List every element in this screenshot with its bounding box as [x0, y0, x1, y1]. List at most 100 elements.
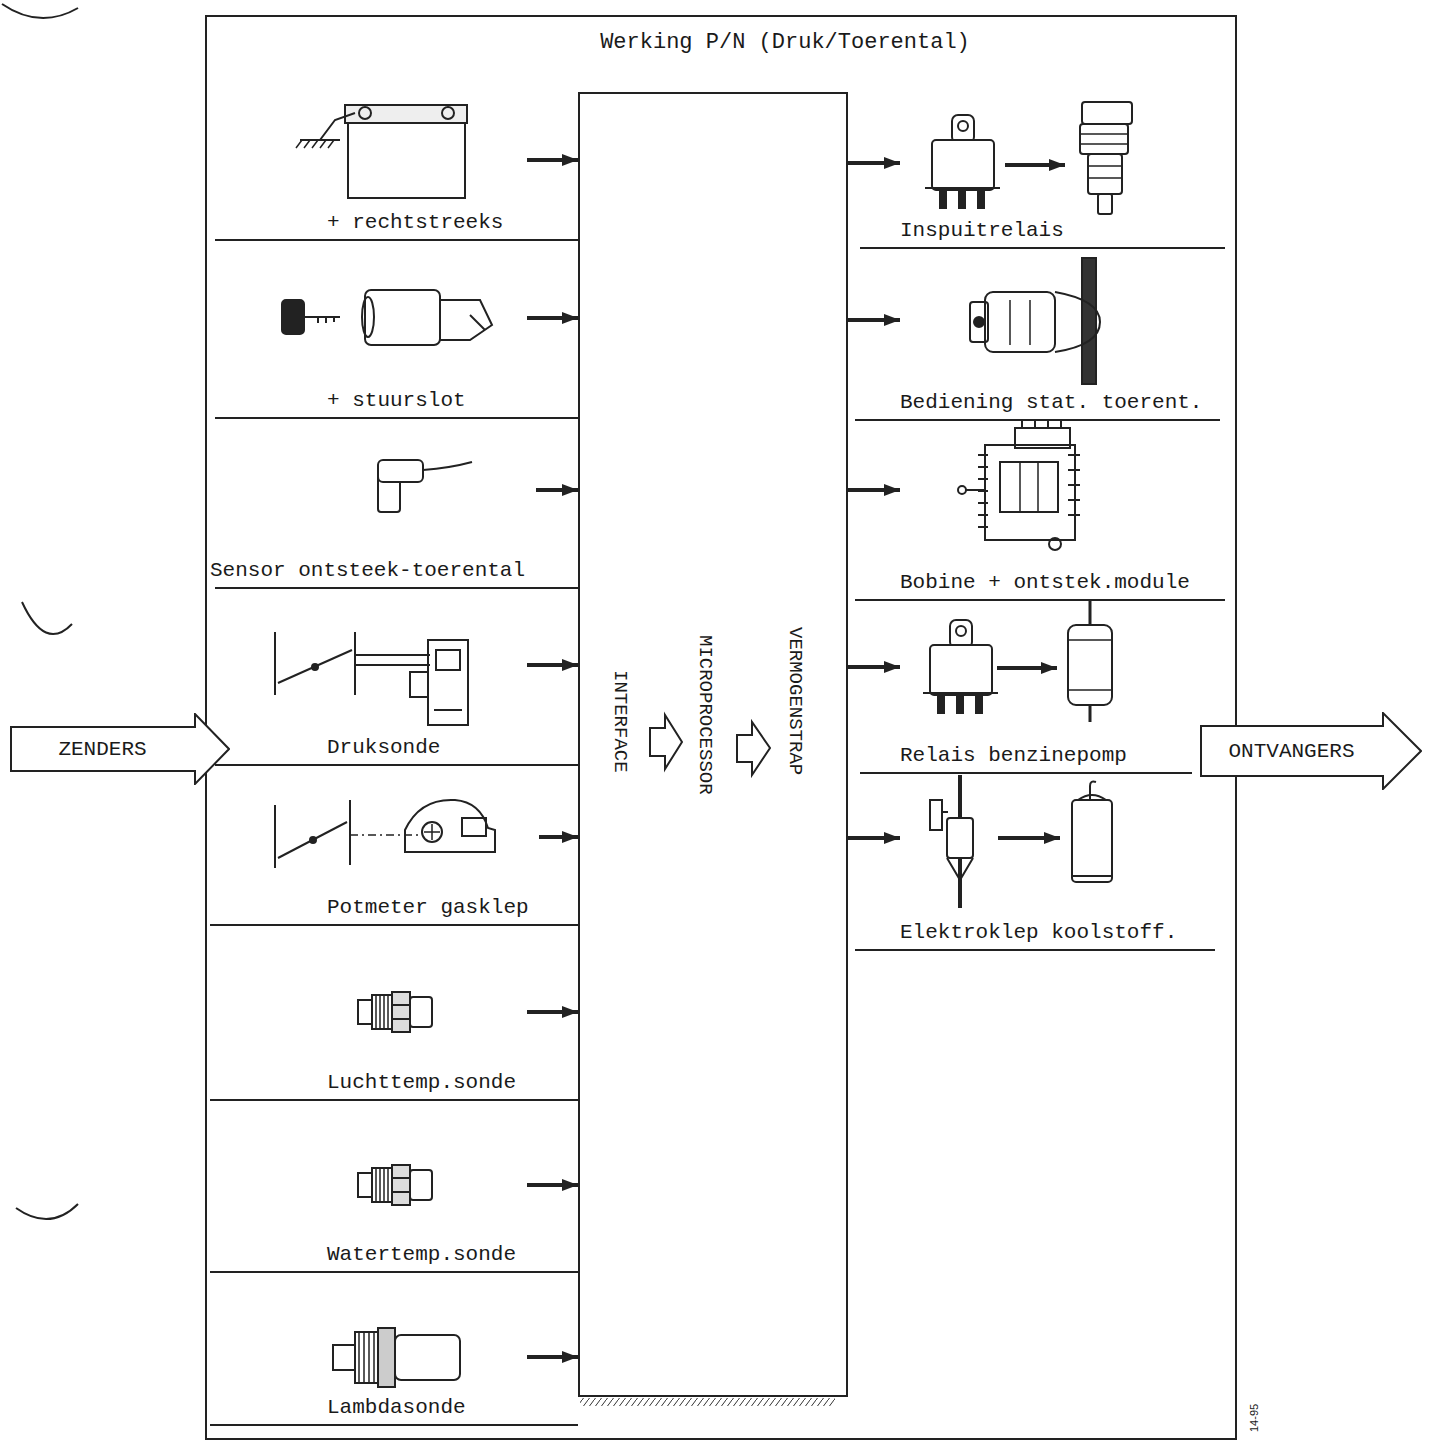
battery-icon	[296, 140, 334, 148]
diagram-frame: Werking P/N (Druk/Toerental) INTERFACE MIC…	[205, 15, 1237, 1440]
sensor-item: Watertemp.sonde	[327, 1108, 527, 1268]
signal-arrow	[848, 488, 900, 492]
ecu-flow-arrow	[737, 722, 770, 775]
ecu-section-label: INTERFACE	[609, 670, 631, 773]
actuator-label: Bobine + ontstek.module	[900, 570, 1190, 596]
arrow-label: ONTVANGERS	[1200, 726, 1383, 776]
pressure-sensor-icon	[436, 650, 460, 670]
throttle-potentiometer-icon	[405, 800, 495, 852]
direction-arrow: ONTVANGERS	[1200, 712, 1422, 790]
throttle-potentiometer-icon	[462, 818, 486, 836]
signal-arrow	[527, 1010, 578, 1014]
binder-hole	[16, 1204, 78, 1219]
throttle-potentiometer-icon	[424, 824, 440, 840]
throttle-potentiometer-icon	[350, 834, 420, 836]
ecu-box: INTERFACE MICROPROCESSOR VERMOGENSTRAP	[578, 92, 848, 1397]
signal-arrow	[848, 836, 900, 840]
title-text: Werking P/N (Druk/Toerental)	[207, 29, 1235, 57]
ignition-coil-module-icon	[1000, 462, 1058, 512]
signal-arrow	[527, 158, 578, 162]
row-divider	[210, 240, 1225, 1425]
pressure-sensor-icon	[410, 672, 428, 697]
illustration	[2, 4, 1225, 1425]
ecu-shadow-hatch	[580, 1398, 835, 1406]
signal-arrow	[527, 1355, 578, 1359]
arrow-label: ZENDERS	[10, 727, 195, 771]
throttle-potentiometer-icon	[278, 822, 347, 858]
sensor-item: Luchttemp.sonde	[327, 933, 527, 1096]
signal-arrow	[848, 318, 900, 322]
ecu-section-label: VERMOGENSTRAP	[784, 627, 806, 775]
ignition-coil-module-icon	[1015, 428, 1070, 448]
ignition-lock-icon	[365, 290, 440, 345]
battery-icon	[320, 113, 355, 140]
fuel-pump-relay-icon	[923, 620, 1057, 713]
ignition-lock-icon	[470, 315, 485, 330]
ignition-coil-module-icon	[1049, 538, 1061, 550]
canister-valve-icon	[930, 775, 1060, 908]
lambda-sensor-icon	[395, 1335, 460, 1380]
canister-valve-icon	[998, 836, 1060, 840]
sensor-label: Druksonde	[327, 735, 440, 761]
battery-icon	[359, 107, 371, 119]
ignition-lock-icon	[362, 297, 374, 337]
ignition-coil-module-icon	[958, 420, 1080, 550]
sensor-label: Lambdasonde	[327, 1395, 466, 1421]
sensor-label: Sensor ontsteek-toerental	[210, 558, 525, 584]
pressure-sensor-icon	[428, 640, 468, 725]
injector-icon	[1080, 102, 1132, 214]
sensor-label: + rechtstreeks	[327, 210, 503, 236]
binder-hole	[22, 602, 72, 634]
signal-arrow	[527, 316, 578, 320]
lambda-sensor-icon	[378, 1328, 395, 1387]
actuator-item: Bobine + ontstek.module	[900, 428, 1200, 596]
ecu-section-label: MICROPROCESSOR	[694, 635, 716, 795]
lambda-sensor-icon	[333, 1345, 355, 1370]
sensor-label: Luchttemp.sonde	[327, 1070, 516, 1096]
signal-arrow	[848, 161, 900, 165]
arrow-outline	[11, 714, 229, 784]
water-temp-sensor-icon	[358, 1165, 432, 1205]
injector-icon	[1088, 166, 1122, 178]
fuel-pump-relay-icon	[997, 666, 1057, 670]
fuel-pump-icon	[1068, 625, 1112, 705]
sensor-item: Druksonde	[327, 596, 527, 761]
idle-actuator-icon	[1082, 258, 1096, 384]
actuator-item: Inspuitrelais	[900, 100, 1100, 244]
fuel-pump-icon	[1068, 600, 1112, 722]
injector-icon	[1082, 102, 1132, 124]
battery-icon	[442, 107, 454, 119]
fuel-pump-icon	[1068, 640, 1112, 690]
signal-arrow	[527, 663, 578, 667]
ecu-shadow-hatch	[580, 1398, 835, 1406]
air-temp-sensor-icon	[358, 992, 432, 1032]
actuator-label: Inspuitrelais	[900, 218, 1064, 244]
actuator-item: Relais benzinepomp	[900, 608, 1137, 769]
ignition-coil-module-icon	[1020, 462, 1038, 512]
pressure-sensor-icon	[275, 632, 355, 695]
canister-valve-icon	[930, 800, 942, 830]
lambda-sensor-icon	[355, 1332, 378, 1383]
idle-actuator-icon	[970, 302, 988, 342]
injector-icon	[1088, 154, 1122, 194]
ignition-coil-module-icon	[958, 486, 966, 494]
sensor-item: + stuurslot	[327, 248, 527, 414]
throttle-potentiometer-icon	[310, 837, 316, 843]
page-code: 14-95	[1248, 1404, 1260, 1432]
actuator-item: Bediening stat. toerent.	[900, 256, 1213, 416]
lambda-sensor-icon	[359, 1332, 374, 1383]
sensor-item: Sensor ontsteek-toerental	[210, 426, 536, 584]
carbon-canister-icon	[1072, 782, 1112, 883]
battery-icon	[296, 105, 467, 198]
air-temp-sensor-icon	[358, 992, 432, 1032]
idle-actuator-icon	[985, 292, 1055, 352]
water-temp-sensor-icon	[358, 1165, 432, 1205]
carbon-canister-icon	[1072, 800, 1112, 882]
injector-icon	[1098, 194, 1112, 214]
idle-actuator-icon	[1055, 292, 1100, 352]
injector-icon	[1080, 124, 1128, 154]
idle-actuator-icon	[974, 317, 984, 327]
canister-valve-icon	[947, 818, 973, 858]
